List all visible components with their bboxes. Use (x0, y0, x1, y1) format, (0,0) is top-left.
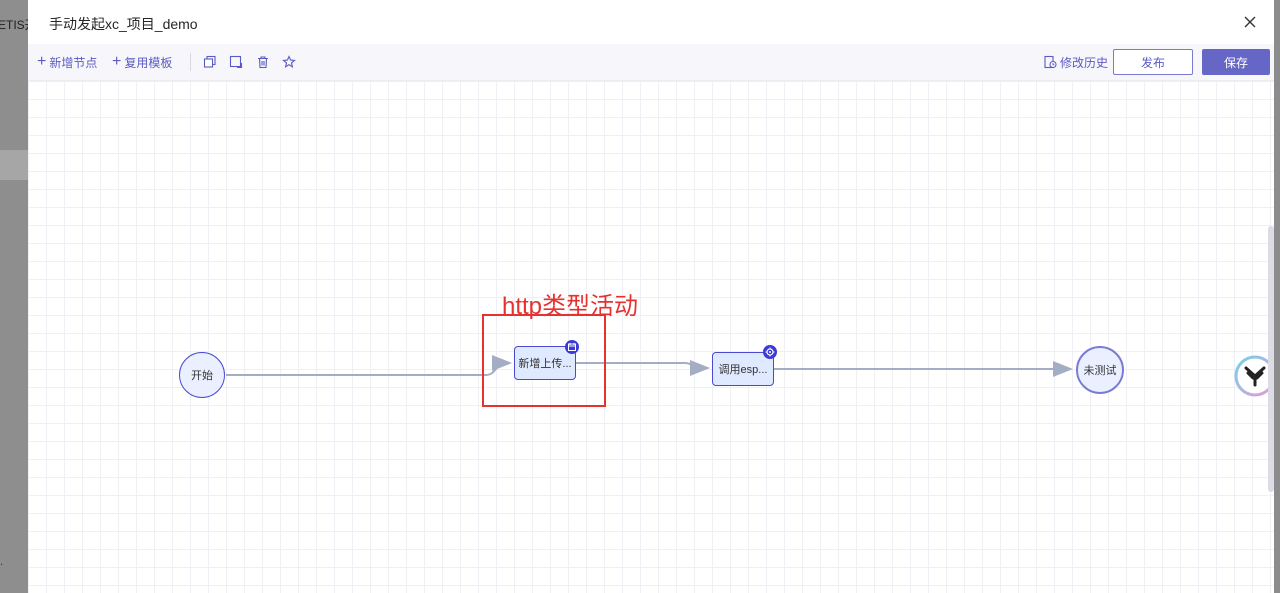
annotation-text: http类型活动 (502, 293, 639, 320)
canvas-scrollbar[interactable] (1268, 226, 1274, 492)
save-button[interactable]: 保存 (1202, 49, 1270, 75)
copy-icon[interactable] (203, 55, 217, 69)
edge-start-task1 (226, 355, 512, 376)
gear-icon (763, 345, 777, 359)
toolbar: + 新增节点 + 复用模板 (28, 44, 1274, 81)
background-app-selected-item (0, 150, 28, 180)
add-node-button[interactable]: + 新增节点 (37, 44, 97, 80)
publish-button[interactable]: 发布 (1113, 49, 1193, 75)
flow-node-task1[interactable]: 新增上传... (514, 346, 576, 380)
reuse-template-label: 复用模板 (124, 55, 173, 70)
plus-icon: + (37, 53, 47, 70)
flow-node-label: 开始 (191, 370, 213, 382)
edge-task1-task2 (576, 360, 710, 376)
history-icon (1043, 55, 1057, 69)
background-right-edge (1274, 0, 1280, 593)
close-icon[interactable] (1238, 10, 1262, 34)
background-app: ETIS开 . (0, 0, 28, 593)
delete-icon[interactable] (256, 55, 270, 69)
flow-edges (226, 355, 1073, 377)
modal-title: 手动发起xc_项目_demo (49, 16, 198, 32)
paste-icon[interactable] (229, 55, 243, 69)
background-app-title: ETIS开 (0, 18, 28, 32)
reuse-template-button[interactable]: + 复用模板 (112, 44, 172, 80)
plus-icon: + (112, 53, 122, 70)
flow-node-end[interactable]: 未测试 (1076, 346, 1124, 394)
flow-canvas[interactable]: 开始 新增上传... 调用esp... 未测试 http类型活动 (28, 81, 1274, 593)
flow-node-task2[interactable]: 调用esp... (712, 352, 774, 386)
toolbar-divider (190, 53, 191, 71)
assistant-logo-icon[interactable] (1234, 354, 1274, 398)
add-node-label: 新增节点 (49, 55, 98, 70)
star-icon[interactable] (282, 55, 296, 69)
flow-node-label: 新增上传... (518, 358, 572, 370)
history-label: 修改历史 (1060, 55, 1109, 70)
history-button[interactable]: 修改历史 (1043, 44, 1108, 80)
background-app-edge-text: . (0, 556, 4, 568)
flow-node-label: 调用esp... (718, 364, 768, 376)
calendar-icon (565, 340, 579, 354)
annotation-box (482, 314, 606, 407)
flow-node-label: 未测试 (1083, 365, 1117, 377)
flow-node-start[interactable]: 开始 (179, 352, 225, 398)
modal-header: 手动发起xc_项目_demo (28, 0, 1274, 44)
workflow-modal: 手动发起xc_项目_demo + 新增节点 + 复用模板 (28, 0, 1274, 593)
